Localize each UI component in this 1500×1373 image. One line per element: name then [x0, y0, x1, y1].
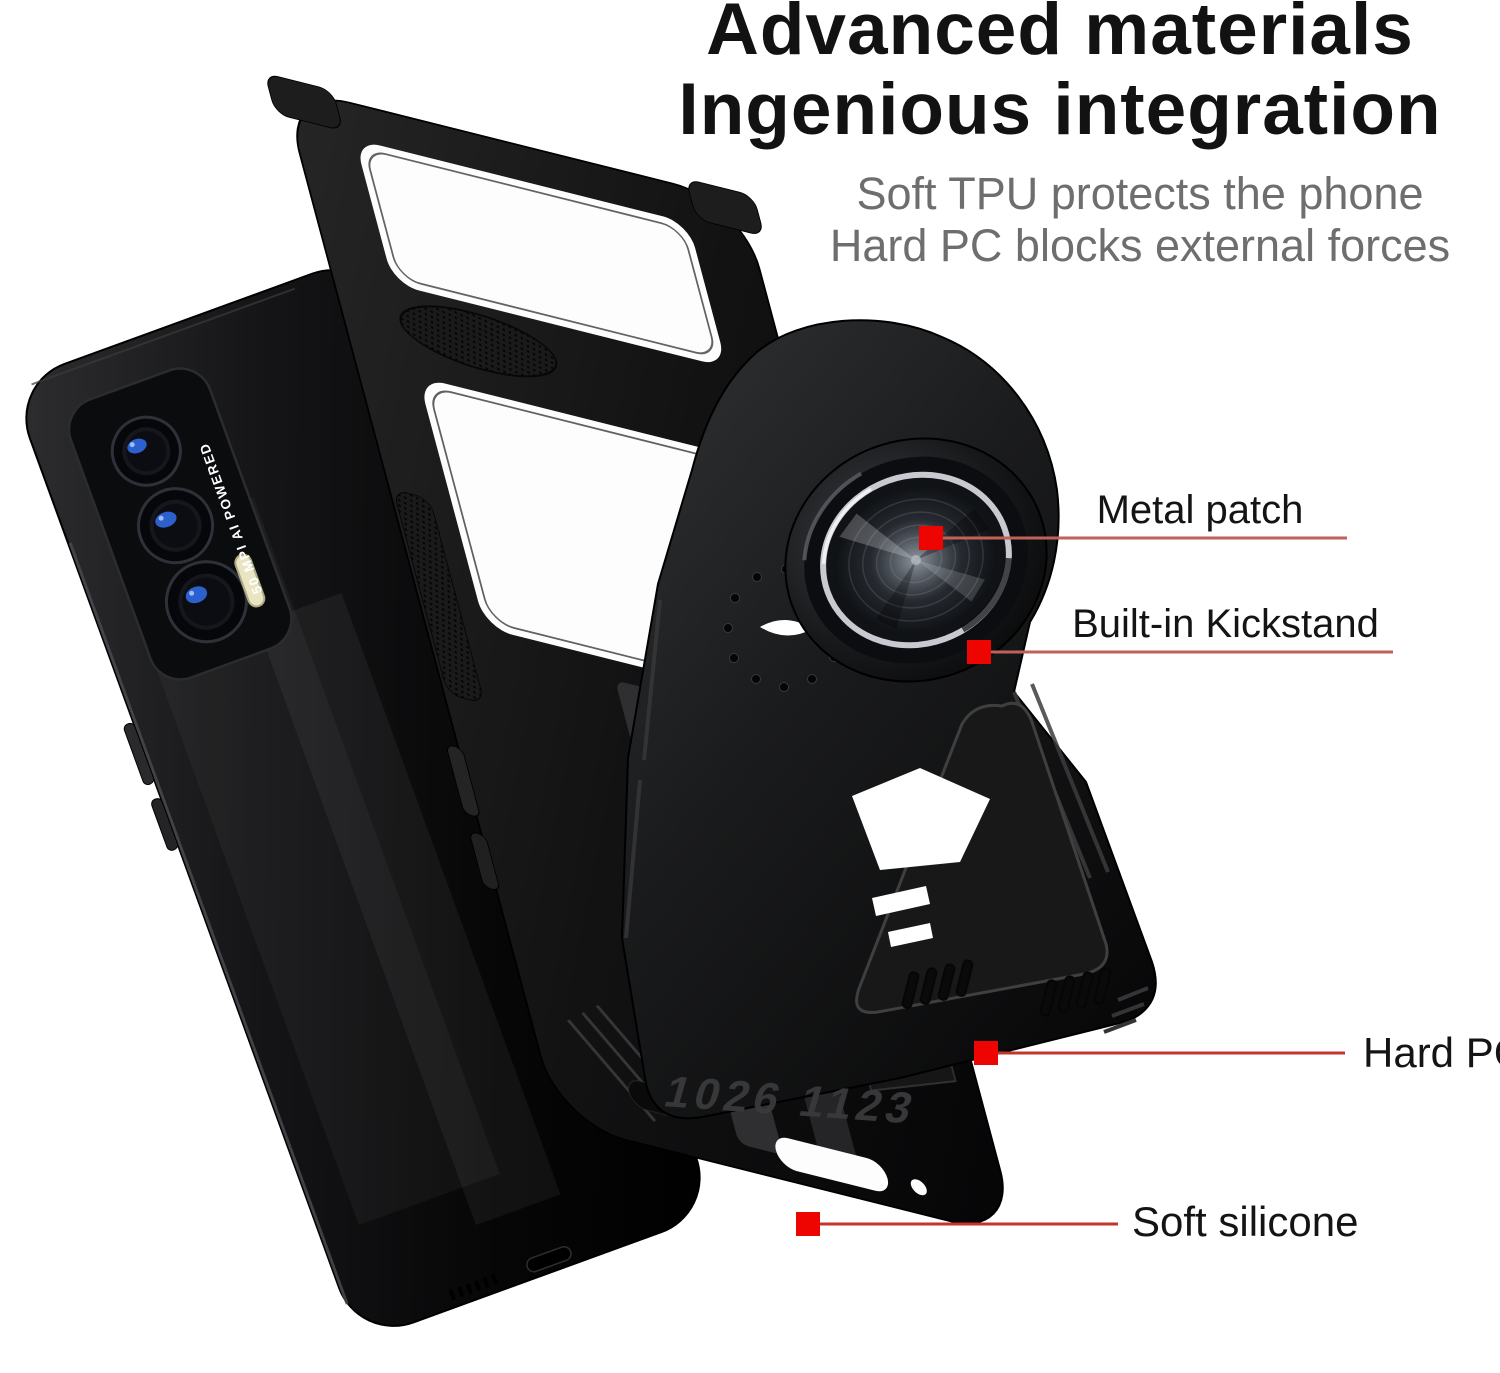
- corner-bumper: [688, 181, 762, 234]
- phone-power-button: [123, 722, 155, 786]
- marker-hard-pc: [974, 1041, 998, 1065]
- phone-edge-highlight: [68, 542, 349, 1305]
- subtitle-line-1: Soft TPU protects the phone: [856, 168, 1424, 219]
- grip-texture-oval: [399, 305, 558, 378]
- title-line-2: Ingenious integration: [678, 69, 1442, 150]
- phone: 50 MPI AI POWERED: [25, 269, 701, 1327]
- page-title: Advanced materials Ingenious integration: [630, 0, 1490, 150]
- label-built-in-kickstand: Built-in Kickstand: [1072, 602, 1379, 646]
- center-lens-hole: [760, 619, 812, 636]
- camera-window: [360, 144, 722, 363]
- title-line-1: Advanced materials: [706, 0, 1414, 70]
- camera-lens-3: [164, 560, 248, 644]
- marker-soft-silicone: [796, 1212, 820, 1236]
- marker-metal-patch: [919, 526, 943, 550]
- slot-cutout: [888, 923, 933, 947]
- camera-module: 50 MPI AI POWERED: [67, 367, 293, 681]
- speaker-cutout: [775, 1137, 889, 1192]
- ring-kickstand: [784, 437, 1048, 683]
- flash-icon: [234, 553, 266, 608]
- label-soft-silicone: Soft silicone: [1132, 1198, 1359, 1245]
- grip-texture-left: [395, 492, 482, 701]
- label-metal-patch: Metal patch: [1096, 488, 1304, 532]
- camera-lens-1: [110, 415, 182, 487]
- label-hard-pc: Hard PC: [1363, 1029, 1500, 1076]
- corner-bumper: [267, 75, 341, 129]
- slot-cutout: [872, 886, 930, 916]
- page-subtitle: Soft TPU protects the phone Hard PC bloc…: [770, 168, 1500, 272]
- phone-volume-button: [151, 798, 179, 851]
- subtitle-line-2: Hard PC blocks external forces: [829, 220, 1451, 271]
- marker-built-in-kickstand: [967, 640, 991, 664]
- usb-port: [526, 1245, 572, 1273]
- chevron-cutout: [852, 768, 990, 870]
- case-button-cover: [446, 745, 480, 817]
- phone-bottom-ports: [449, 1245, 572, 1301]
- case-button-cover: [470, 832, 500, 891]
- annotations: [796, 526, 1393, 1236]
- mic-hole: [910, 1179, 927, 1196]
- camera-lens-2: [137, 487, 215, 565]
- vent-grooves: [901, 959, 1112, 1017]
